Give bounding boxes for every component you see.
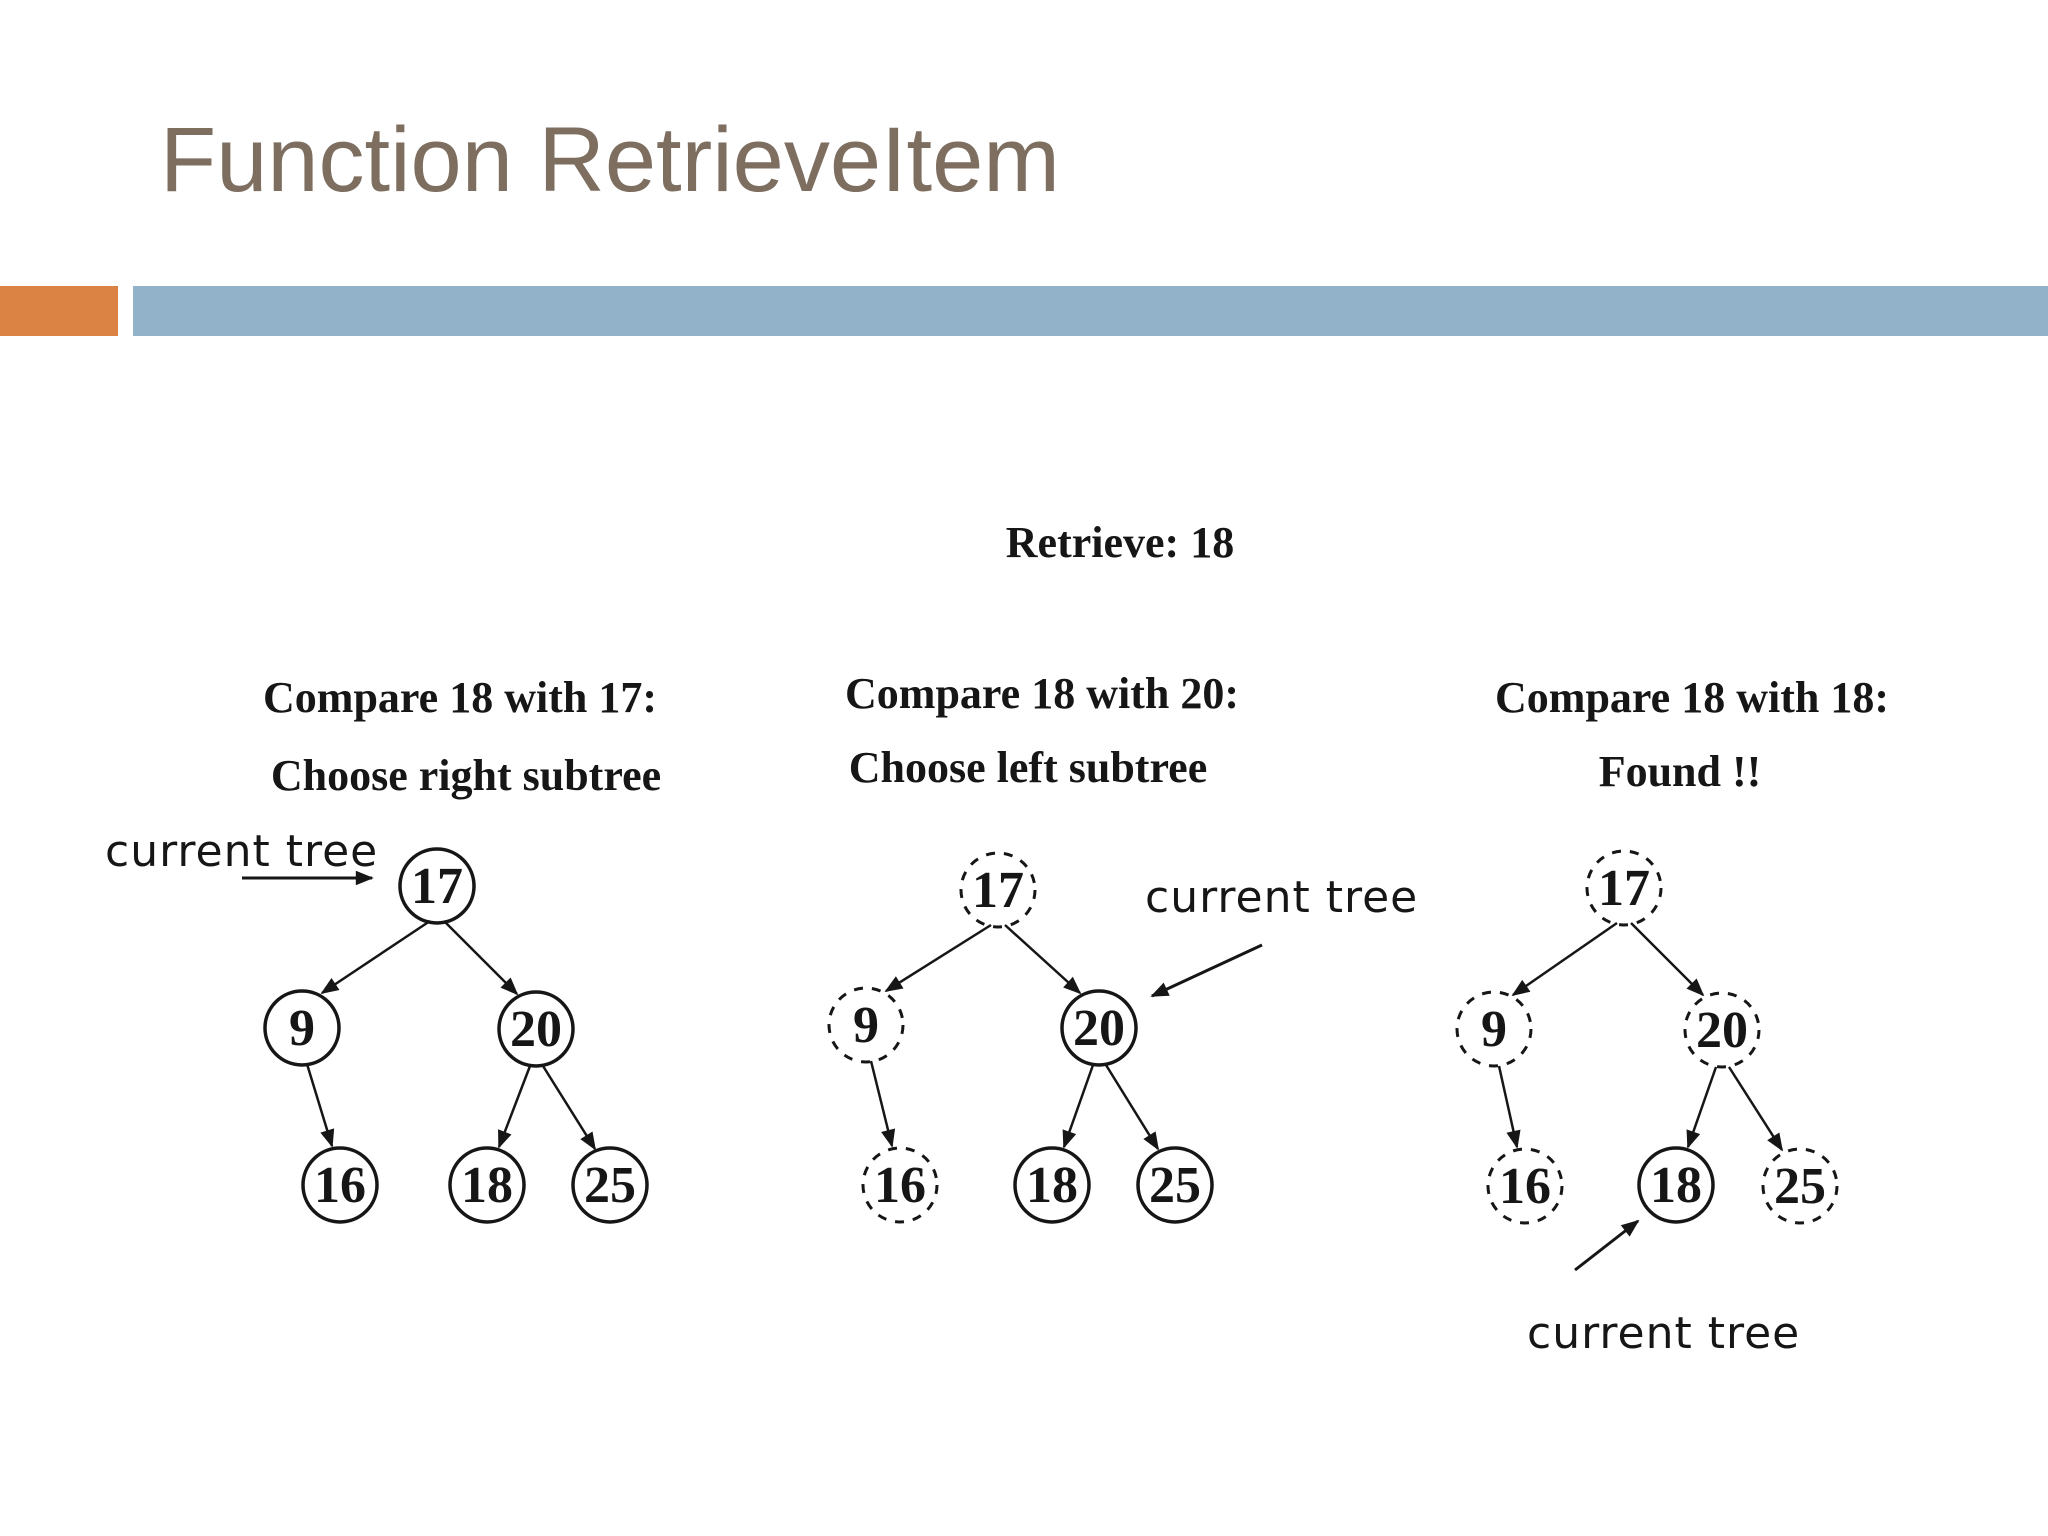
step3-edge-20-25 bbox=[1727, 1066, 1784, 1152]
step2-edge-17-9 bbox=[884, 923, 992, 993]
step2-node-16-value: 16 bbox=[874, 1157, 926, 1214]
step1-node-9: 9 bbox=[263, 989, 341, 1067]
step3-node-25-circle bbox=[1761, 1147, 1839, 1225]
step3-node-20: 20 bbox=[1683, 991, 1761, 1069]
step2-node-25: 25 bbox=[1136, 1146, 1214, 1224]
step2-edge-9-16 bbox=[869, 1060, 896, 1148]
step1-tree: Compare 18 with 17: Choose right subtree… bbox=[105, 673, 661, 1224]
accent-bar-blue bbox=[133, 286, 2048, 336]
accent-bar-orange bbox=[0, 286, 118, 336]
step3-node-18-value: 18 bbox=[1650, 1157, 1702, 1214]
step1-node-9-value: 9 bbox=[289, 1000, 315, 1057]
step3-node-9-value: 9 bbox=[1481, 1001, 1507, 1058]
step2-node-20-circle bbox=[1060, 989, 1138, 1067]
step1-node-20-value: 20 bbox=[510, 1001, 562, 1058]
step2-node-9: 9 bbox=[827, 986, 905, 1064]
step2-node-17-value: 17 bbox=[972, 862, 1024, 919]
step2-node-25-circle bbox=[1136, 1146, 1214, 1224]
step3-node-9: 9 bbox=[1455, 990, 1533, 1068]
step2-node-25-value: 25 bbox=[1149, 1157, 1201, 1214]
step2-current-tree-arrow bbox=[1150, 943, 1263, 998]
step3-edge-17-20 bbox=[1630, 922, 1705, 997]
step2-current-tree-label: current tree bbox=[1145, 872, 1418, 923]
step2-node-16-circle bbox=[861, 1146, 939, 1224]
step1-edge-20-18 bbox=[497, 1065, 532, 1149]
step2-caption-line1: Compare 18 with 20: bbox=[845, 669, 1239, 718]
step3-current-tree-label: current tree bbox=[1527, 1308, 1800, 1359]
step1-node-17-circle bbox=[398, 847, 476, 925]
step3-caption-line2: Found !! bbox=[1599, 747, 1762, 796]
step2-node-17: 17 bbox=[959, 851, 1037, 929]
step1-node-18-circle bbox=[448, 1146, 526, 1224]
step1-current-tree-label: current tree bbox=[105, 826, 378, 877]
step1-node-16-value: 16 bbox=[314, 1157, 366, 1214]
step3-node-16: 16 bbox=[1486, 1147, 1564, 1225]
step3-node-17-circle bbox=[1585, 849, 1663, 927]
step2-node-9-circle bbox=[827, 986, 905, 1064]
step1-caption-line1: Compare 18 with 17: bbox=[263, 673, 657, 722]
step1-node-17: 17 bbox=[398, 847, 476, 925]
step1-node-17-value: 17 bbox=[411, 858, 463, 915]
step2-edge-20-25 bbox=[1104, 1064, 1160, 1151]
step3-current-tree-arrow bbox=[1574, 1219, 1640, 1272]
slide-title: Function RetrieveItem bbox=[160, 109, 1060, 211]
step1-edge-9-16 bbox=[305, 1063, 335, 1148]
step2-node-17-circle bbox=[959, 851, 1037, 929]
step2-node-16: 16 bbox=[861, 1146, 939, 1224]
step3-edge-20-18 bbox=[1686, 1066, 1718, 1149]
step1-node-25-value: 25 bbox=[584, 1157, 636, 1214]
step3-node-16-circle bbox=[1486, 1147, 1564, 1225]
step1-node-18: 18 bbox=[448, 1146, 526, 1224]
step1-edge-20-25 bbox=[541, 1065, 597, 1151]
step2-caption-line2: Choose left subtree bbox=[849, 743, 1207, 792]
step3-node-17-value: 17 bbox=[1598, 860, 1650, 917]
step1-edge-17-9 bbox=[320, 919, 431, 995]
step3-edge-17-9 bbox=[1511, 921, 1618, 997]
step2-node-20: 20 bbox=[1060, 989, 1138, 1067]
step3-node-25: 25 bbox=[1761, 1147, 1839, 1225]
retrieve-query-label: Retrieve: 18 bbox=[1006, 518, 1234, 567]
step1-edge-17-20 bbox=[443, 920, 519, 996]
step1-node-20-circle bbox=[497, 990, 575, 1068]
step3-node-25-value: 25 bbox=[1774, 1158, 1826, 1215]
step3-node-17: 17 bbox=[1585, 849, 1663, 927]
step2-node-20-value: 20 bbox=[1073, 1000, 1125, 1057]
step3-caption-line1: Compare 18 with 18: bbox=[1495, 673, 1889, 722]
step3-node-20-circle bbox=[1683, 991, 1761, 1069]
step1-node-20: 20 bbox=[497, 990, 575, 1068]
step1-node-25-circle bbox=[571, 1146, 649, 1224]
step3-node-16-value: 16 bbox=[1499, 1158, 1551, 1215]
step2-edge-20-18 bbox=[1062, 1064, 1095, 1149]
step2-node-18-circle bbox=[1013, 1146, 1091, 1224]
step2-node-18: 18 bbox=[1013, 1146, 1091, 1224]
step3-tree: Compare 18 with 18: Found !! current tre… bbox=[1455, 673, 1889, 1359]
step3-node-18: 18 bbox=[1637, 1146, 1715, 1224]
step2-edge-17-20 bbox=[1004, 924, 1082, 995]
step2-tree: Compare 18 with 20: Choose left subtree … bbox=[827, 669, 1418, 1224]
step1-caption-line2: Choose right subtree bbox=[271, 751, 661, 800]
step1-node-18-value: 18 bbox=[461, 1157, 513, 1214]
step3-node-9-circle bbox=[1455, 990, 1533, 1068]
step3-node-20-value: 20 bbox=[1696, 1002, 1748, 1059]
step2-node-18-value: 18 bbox=[1026, 1157, 1078, 1214]
step3-node-18-circle bbox=[1637, 1146, 1715, 1224]
step1-node-25: 25 bbox=[571, 1146, 649, 1224]
step1-node-16: 16 bbox=[301, 1146, 379, 1224]
step1-node-16-circle bbox=[301, 1146, 379, 1224]
step2-node-9-value: 9 bbox=[853, 997, 879, 1054]
step1-node-9-circle bbox=[263, 989, 341, 1067]
step3-edge-9-16 bbox=[1497, 1065, 1521, 1149]
